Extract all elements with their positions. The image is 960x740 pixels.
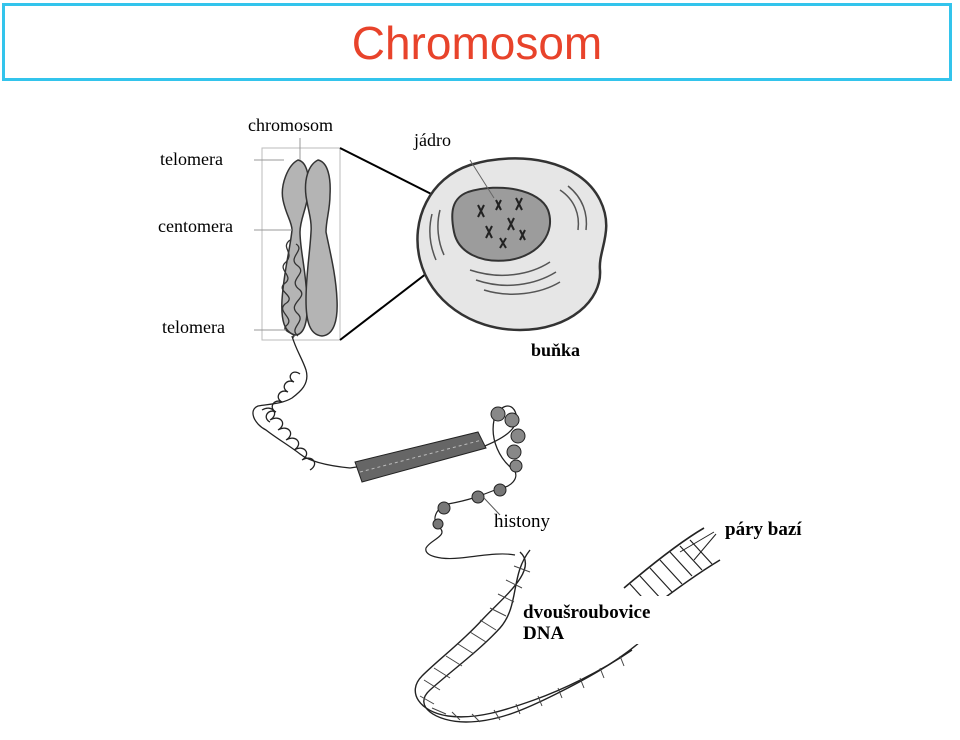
chromatid-left: [281, 159, 310, 336]
cell-drawing: [416, 157, 608, 332]
solenoid: [354, 406, 526, 483]
label-histony: histony: [494, 511, 550, 532]
label-telomera-bottom: telomera: [162, 317, 225, 337]
chromatin-coil: [281, 239, 295, 339]
mini-chromosomes: [477, 197, 526, 249]
label-pary-bazi: páry bazí: [725, 519, 802, 540]
label-telomera-top: telomera: [160, 149, 223, 169]
endoplasmic-reticulum: [429, 185, 588, 295]
chromatid-right: [304, 159, 338, 337]
nucleosomes: [425, 483, 516, 560]
label-dvousroubovice: dvoušroubovice: [523, 602, 651, 623]
dna-helix: [414, 549, 641, 723]
dna-label-backdrop: [515, 596, 670, 644]
label-chromosom: chromosom: [248, 115, 333, 135]
chromosome-frame: [261, 147, 341, 341]
label-dna: DNA: [523, 623, 565, 644]
chromosome-drawing: [254, 138, 341, 341]
label-centomera: centomera: [158, 216, 233, 236]
nucleus: [451, 186, 551, 262]
label-bunka: buňka: [531, 340, 581, 360]
title-box: Chromosom: [2, 3, 952, 81]
label-jadro: jádro: [414, 130, 451, 150]
slide-title: Chromosom: [351, 17, 603, 69]
